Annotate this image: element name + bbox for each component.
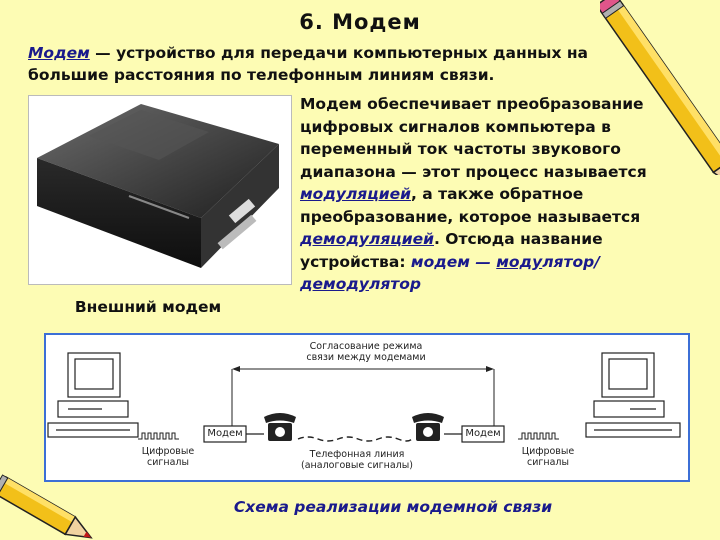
diagram-caption: Схема реализации модемной связи <box>233 498 553 516</box>
negotiation-line-1: Согласование режима <box>309 341 423 352</box>
intro-definition: Модем — устройство для передачи компьюте… <box>28 42 668 86</box>
digital-signal-left <box>138 432 179 440</box>
term-modulation: модуляцией <box>300 185 411 203</box>
description-part-1: Модем обеспечивает преобразование цифров… <box>300 95 647 181</box>
digital-left-line-1: Цифровые <box>141 446 195 457</box>
external-modem-image <box>37 104 279 268</box>
term-modem: Модем <box>28 44 90 62</box>
diagram-drawing <box>47 343 681 443</box>
modem-description: Модем обеспечивает преобразование цифров… <box>300 93 700 296</box>
negotiation-label: Согласование режима связи между модемами <box>266 341 466 363</box>
mod-prefix: моду <box>496 252 543 271</box>
digital-signal-right <box>518 432 559 440</box>
analog-phone-line <box>297 436 413 442</box>
description-part-2: , а также обратное преобразование, котор… <box>300 185 641 226</box>
slide-title: 6. Модем <box>299 10 421 34</box>
computer-right-icon <box>585 352 681 438</box>
telephone-left-icon <box>264 413 296 441</box>
phone-line-line-1: Телефонная линия <box>309 449 405 460</box>
negotiation-line-2: связи между модемами <box>306 352 426 363</box>
modem-photo <box>28 95 292 285</box>
pencil-top-right-icon <box>600 0 720 175</box>
demod-suffix: лятор <box>368 275 422 293</box>
modem-label-right: Модем <box>465 428 501 439</box>
demod-prefix: демоду <box>300 275 369 293</box>
digital-right-line-2: сигналы <box>527 457 569 468</box>
mod-suffix: лятор/ <box>542 252 600 271</box>
description-part-3: . Отсюда название устройства: <box>300 230 603 271</box>
term-demodulation: демодуляцией <box>300 230 434 248</box>
photo-caption: Внешний модем <box>74 298 222 316</box>
digital-signals-left-label: Цифровые сигналы <box>128 446 208 468</box>
digital-signals-right-label: Цифровые сигналы <box>508 446 588 468</box>
phone-line-line-2: (аналоговые сигналы) <box>301 460 413 471</box>
modem-connection-diagram: Согласование режима связи между модемами… <box>44 333 690 482</box>
intro-text: — устройство для передачи компьютерных д… <box>28 44 589 84</box>
device-name-label: модем — <box>410 252 497 271</box>
phone-line-label: Телефонная линия (аналоговые сигналы) <box>282 449 432 471</box>
computer-left-icon <box>47 352 139 438</box>
modem-label-left: Модем <box>207 428 243 439</box>
digital-right-line-1: Цифровые <box>521 446 575 457</box>
digital-left-line-2: сигналы <box>147 457 189 468</box>
telephone-right-icon <box>412 413 444 441</box>
pencil-bottom-left-icon <box>0 474 93 539</box>
